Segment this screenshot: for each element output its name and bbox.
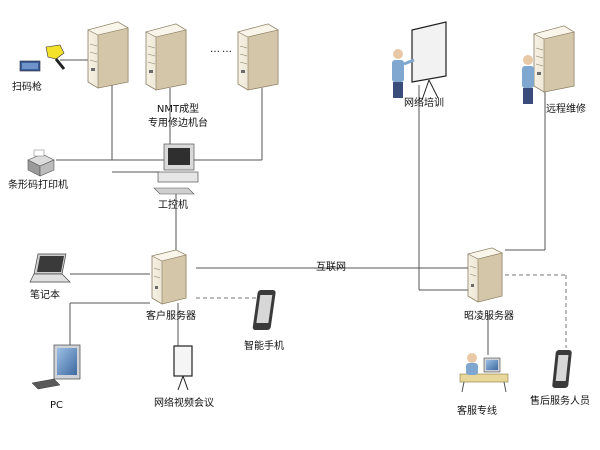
smartphone-label: 智能手机	[244, 341, 284, 352]
wireless-links	[196, 274, 567, 348]
nmt-machine-label-line1: NMT成型	[156, 104, 200, 115]
pc-label: PC	[50, 400, 64, 411]
industrial-pc-label: 工控机	[158, 200, 188, 211]
server-icon	[467, 247, 503, 303]
after-sales-staff-label: 售后服务人员	[530, 396, 590, 407]
desktop-computer-icon	[153, 143, 199, 195]
projection-screen-icon	[173, 345, 193, 391]
zhaoling-server-label: 昭凌服务器	[464, 311, 514, 322]
mobile-phone-icon	[552, 350, 572, 388]
server-tower-icon	[87, 21, 129, 89]
laptop-label: 笔记本	[30, 290, 60, 301]
scanner-label: 扫码枪	[12, 82, 42, 93]
video-conference-label: 网络视频会议	[154, 398, 214, 409]
network-training-label: 网络培训	[404, 98, 444, 109]
nmt-machine-label-line2: 专用修边机台	[148, 118, 208, 129]
monitor-icon	[31, 344, 81, 390]
barcode-printer-label: 条形码打印机	[8, 180, 68, 191]
server-tower-icon	[145, 23, 187, 91]
laptop-icon	[29, 253, 71, 283]
barcode-scanner-icon	[19, 44, 66, 72]
technician-server-icon	[522, 25, 575, 104]
internet-label: 互联网	[316, 262, 346, 273]
connection-lines	[56, 59, 546, 355]
server-tower-icon	[237, 23, 279, 91]
customer-server-label: 客户服务器	[146, 311, 196, 322]
presenter-icon	[392, 21, 447, 101]
ellipsis-label: ……	[210, 44, 234, 55]
customer-service-line-label: 客服专线	[457, 406, 497, 417]
smartphone-icon	[252, 290, 276, 330]
printer-icon	[27, 149, 55, 177]
remote-maintenance-label: 远程维修	[546, 104, 586, 115]
server-icon	[151, 249, 187, 305]
call-center-agent-icon	[459, 353, 509, 393]
